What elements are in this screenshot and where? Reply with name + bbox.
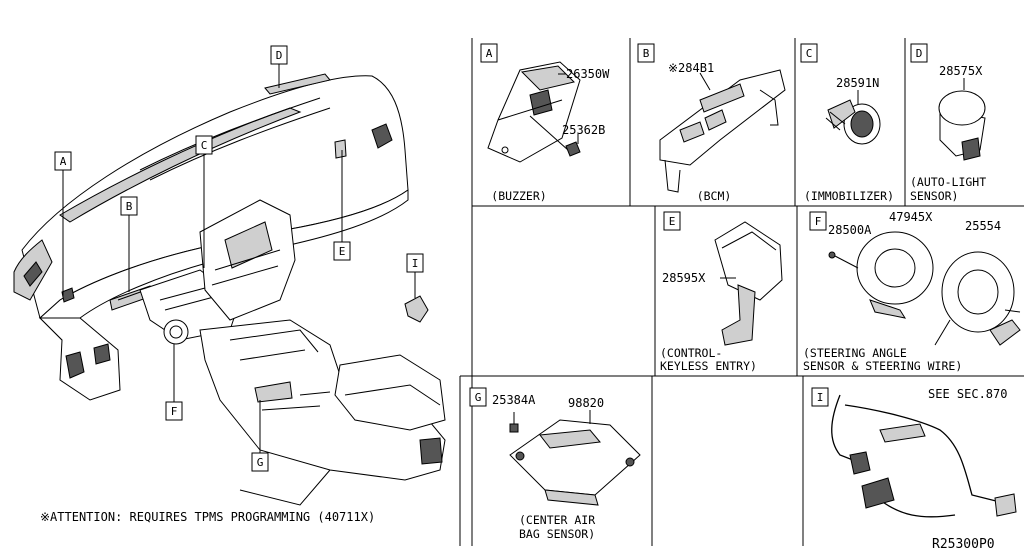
caption-autolight-2: SENSOR) bbox=[910, 189, 958, 203]
panel-f-letter: F bbox=[809, 211, 827, 231]
svg-text:I: I bbox=[412, 257, 419, 270]
panel-d-letter: D bbox=[910, 43, 928, 63]
svg-text:D: D bbox=[276, 49, 283, 62]
callout-i: I bbox=[406, 253, 424, 298]
part-25362b: 25362B bbox=[562, 123, 605, 137]
svg-text:D: D bbox=[916, 47, 923, 60]
callout-a: A bbox=[54, 151, 72, 296]
callout-f: F bbox=[165, 344, 183, 421]
panel-e-letter: E bbox=[663, 211, 681, 231]
panel-c-immobilizer: C 28591N (IMMOBILIZER) bbox=[800, 43, 894, 203]
panel-grid bbox=[459, 38, 1024, 546]
svg-text:A: A bbox=[486, 47, 493, 60]
diagram-code: R25300P0 bbox=[932, 537, 995, 552]
panel-c-letter: C bbox=[800, 43, 818, 63]
panel-b-letter: B bbox=[637, 43, 655, 63]
svg-text:G: G bbox=[475, 391, 482, 404]
part-47945x: 47945X bbox=[889, 210, 933, 224]
caption-keyless-2: KEYLESS ENTRY) bbox=[660, 359, 757, 373]
part-284b1: ※284B1 bbox=[668, 61, 714, 75]
svg-text:I: I bbox=[817, 391, 824, 404]
caption-keyless-1: (CONTROL- bbox=[660, 346, 722, 360]
overview-callouts: A B C D E F G bbox=[54, 45, 424, 472]
panel-d-autolight: D 28575X (AUTO-LIGHT SENSOR) bbox=[910, 43, 986, 203]
callout-g: G bbox=[251, 400, 269, 472]
part-28591n: 28591N bbox=[836, 76, 879, 90]
spiral-cable-icon bbox=[941, 251, 1015, 333]
svg-text:E: E bbox=[339, 245, 346, 258]
svg-text:A: A bbox=[60, 155, 67, 168]
caption-airbag-1: (CENTER AIR bbox=[519, 513, 595, 527]
part-28575x: 28575X bbox=[939, 64, 983, 78]
part-28595x: 28595X bbox=[662, 271, 706, 285]
svg-text:C: C bbox=[806, 47, 813, 60]
callout-e: E bbox=[333, 150, 351, 261]
svg-text:B: B bbox=[643, 47, 650, 60]
screw-icon bbox=[565, 141, 581, 157]
panel-a-buzzer: A 26350W 25362B (BUZZER) bbox=[480, 43, 610, 203]
panel-b-bcm: B ※284B1 (BCM) bbox=[637, 43, 786, 203]
caption-immobilizer: (IMMOBILIZER) bbox=[804, 189, 894, 203]
callout-b: B bbox=[120, 196, 138, 292]
caption-autolight-1: (AUTO-LIGHT bbox=[910, 175, 986, 189]
caption-steering-2: SENSOR & STEERING WIRE) bbox=[803, 359, 962, 373]
panel-i-harness: I SEE SEC.870 bbox=[811, 387, 1017, 518]
part-25554: 25554 bbox=[965, 219, 1001, 233]
svg-text:G: G bbox=[257, 456, 264, 469]
svg-text:E: E bbox=[669, 215, 676, 228]
part-25384a: 25384A bbox=[492, 393, 536, 407]
callout-c: C bbox=[195, 135, 213, 268]
svg-text:F: F bbox=[815, 215, 822, 228]
panel-g-letter: G bbox=[469, 387, 487, 407]
panel-i-letter: I bbox=[811, 387, 829, 407]
panel-g-airbag: G 25384A 98820 (CENTER AIR BAG SENSOR) bbox=[469, 387, 641, 541]
svg-text:C: C bbox=[201, 139, 208, 152]
callout-d: D bbox=[270, 45, 288, 88]
panel-e-keyless: E 28595X (CONTROL- KEYLESS ENTRY) bbox=[660, 211, 783, 373]
svg-text:F: F bbox=[171, 405, 178, 418]
part-28500a: 28500A bbox=[828, 223, 872, 237]
caption-airbag-2: BAG SENSOR) bbox=[519, 527, 595, 541]
see-sec-870: SEE SEC.870 bbox=[928, 387, 1007, 401]
part-98820: 98820 bbox=[568, 396, 604, 410]
steering-angle-sensor-icon bbox=[856, 231, 934, 305]
caption-steering-1: (STEERING ANGLE bbox=[803, 346, 907, 360]
panel-f-steering: F 28500A 47945X 25554 (STEERING ANGLE SE… bbox=[803, 210, 1021, 373]
wire-harness-icon bbox=[831, 394, 859, 463]
dashboard-overview-drawing bbox=[13, 73, 446, 506]
part-26350w: 26350W bbox=[566, 67, 610, 81]
caption-buzzer: (BUZZER) bbox=[491, 189, 546, 203]
attention-note: ※ATTENTION: REQUIRES TPMS PROGRAMMING (4… bbox=[40, 510, 375, 524]
panel-a-letter: A bbox=[480, 43, 498, 63]
svg-text:B: B bbox=[126, 200, 133, 213]
caption-bcm: (BCM) bbox=[697, 189, 732, 203]
